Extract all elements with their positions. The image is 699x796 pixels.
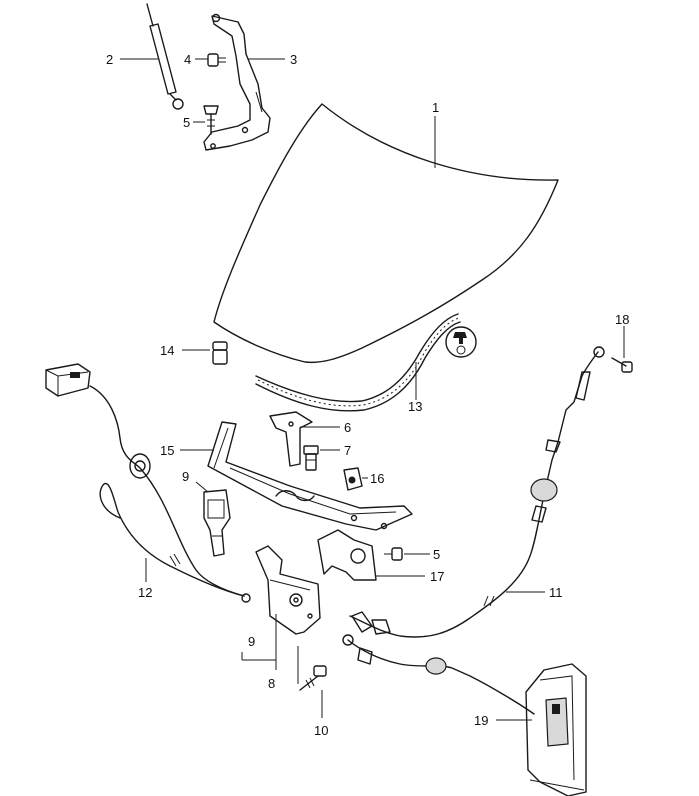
lubricant-symbol-icon <box>445 326 477 358</box>
callout-12: 12 <box>138 585 152 600</box>
callout-2: 2 <box>106 52 113 67</box>
callout-1: 1 <box>432 100 439 115</box>
hood-seal <box>255 313 461 412</box>
callout-10: 10 <box>314 723 328 738</box>
hood-panel <box>213 103 559 364</box>
cable-holder-plate <box>317 529 377 581</box>
lock-bolt <box>299 665 327 691</box>
hood-hinge <box>203 13 271 151</box>
callout-6: 6 <box>344 420 351 435</box>
callout-13: 13 <box>408 399 422 414</box>
callout-labels: 1 2 3 4 5 5 6 7 8 9 9 10 11 12 13 14 15 … <box>106 52 629 738</box>
gas-strut <box>146 3 184 110</box>
callout-9-upper: 9 <box>182 469 189 484</box>
callout-9-lower: 9 <box>248 634 255 649</box>
hood-lock <box>255 545 321 635</box>
leader-lines <box>120 58 625 721</box>
hinge-nut <box>207 53 226 67</box>
callout-14: 14 <box>160 343 174 358</box>
callout-8: 8 <box>268 676 275 691</box>
cable-screw <box>611 357 633 373</box>
callout-3: 3 <box>290 52 297 67</box>
callout-19: 19 <box>474 713 488 728</box>
callout-16: 16 <box>370 471 384 486</box>
bowden-cable <box>349 346 605 638</box>
lock-carrier <box>207 421 413 531</box>
bracket-bolt <box>303 445 319 471</box>
hood-buffer <box>212 341 228 365</box>
hinge-bolt <box>203 105 219 135</box>
callout-18: 18 <box>615 312 629 327</box>
release-handle <box>45 363 251 603</box>
cable-clip <box>203 489 231 557</box>
clip-nut <box>343 467 363 491</box>
lock-cable-actuator <box>342 634 587 796</box>
callout-15: 15 <box>160 443 174 458</box>
plate-bolt <box>384 547 403 561</box>
callout-5-lower: 5 <box>433 547 440 562</box>
callout-5-upper: 5 <box>183 115 190 130</box>
lock-bracket <box>269 411 313 467</box>
callout-7: 7 <box>344 443 351 458</box>
callout-4: 4 <box>184 52 191 67</box>
callout-17: 17 <box>430 569 444 584</box>
callout-11: 11 <box>549 585 563 600</box>
